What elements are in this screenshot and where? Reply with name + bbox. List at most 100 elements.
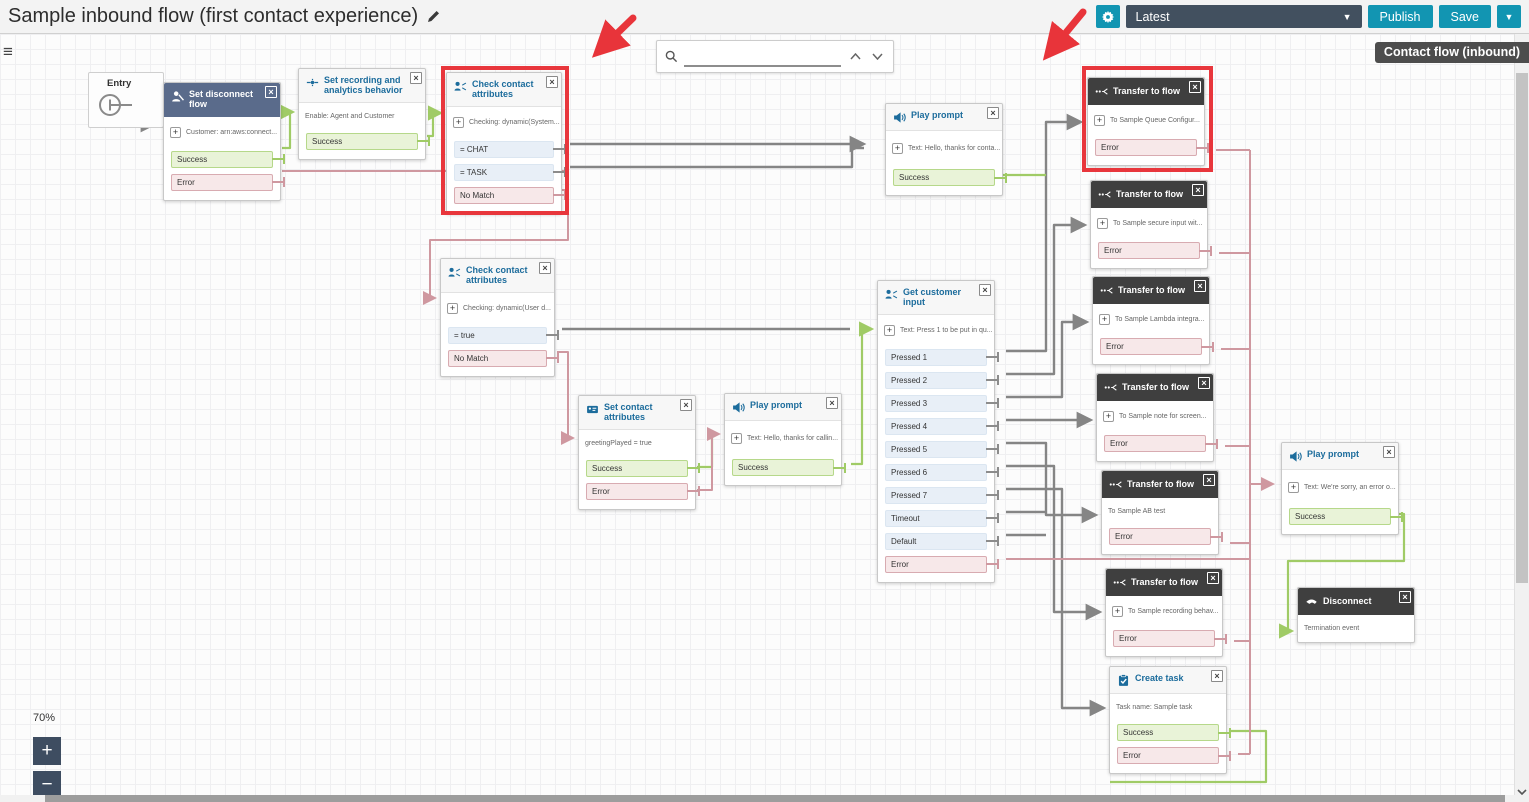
close-icon[interactable]: × [1399,591,1411,603]
expand-plus-icon[interactable]: + [170,126,181,138]
branch-success[interactable]: Success [586,459,700,477]
expand-plus-icon[interactable]: + [1094,115,1105,126]
node-set-disconnect-flow[interactable]: Set disconnect flow×+Customer: arn:aws:c… [163,82,285,201]
save-button[interactable]: Save [1438,5,1491,28]
expand-plus-icon[interactable]: + [1103,411,1114,422]
branch-error[interactable]: Error [171,173,285,191]
branch-error[interactable]: Error [1098,242,1212,259]
close-icon[interactable]: × [1192,184,1204,196]
search-prev-button[interactable] [847,49,863,65]
close-icon[interactable]: × [1194,280,1206,292]
expand-plus-icon[interactable]: + [1112,606,1123,617]
close-icon[interactable]: × [1189,81,1201,93]
node-transfer-to-flow-6[interactable]: Transfer to flow×+To Sample recording be… [1105,568,1227,657]
node-parameter[interactable]: +To Sample Queue Configur... [1088,105,1204,136]
settings-gear-button[interactable] [1095,5,1120,28]
node-parameter[interactable]: Termination event [1298,615,1414,642]
node-play-prompt-1[interactable]: Play prompt×+Text: Hello, thanks for con… [885,103,1007,196]
branch-success[interactable]: Success [306,132,430,150]
expand-plus-icon[interactable]: + [1097,218,1108,229]
branch-timeout[interactable]: Timeout [885,509,999,527]
branch-success[interactable]: Success [1289,508,1403,525]
node-parameter[interactable]: To Sample AB test [1102,498,1218,525]
branch-no-match[interactable]: No Match [448,349,559,367]
node-parameter[interactable]: Task name: Sample task [1110,694,1226,721]
node-transfer-to-flow-1[interactable]: Transfer to flow×+To Sample Queue Config… [1087,77,1209,166]
branch-error[interactable]: Error [1117,747,1231,764]
branch-pressed-7[interactable]: Pressed 7 [885,486,999,504]
branch-pressed-4[interactable]: Pressed 4 [885,417,999,435]
version-dropdown[interactable]: Latest ▼ [1125,5,1362,28]
node-play-prompt-3[interactable]: Play prompt×+Text: We're sorry, an error… [1281,442,1403,535]
close-icon[interactable]: × [546,76,558,88]
branch--chat[interactable]: = CHAT [454,140,566,158]
branch-pressed-5[interactable]: Pressed 5 [885,440,999,458]
node-parameter[interactable]: +Text: Press 1 to be put in qu... [878,315,994,346]
horizontal-scrollbar[interactable] [0,795,1529,802]
search-input[interactable] [684,46,841,67]
search-next-button[interactable] [869,49,885,65]
node-parameter[interactable]: Enable: Agent and Customer [299,103,425,130]
node-parameter[interactable]: +Checking: dynamic(User d... [441,293,554,324]
branch-no-match[interactable]: No Match [454,186,566,204]
close-icon[interactable]: × [1383,446,1395,458]
branch-error[interactable]: Error [1109,528,1223,545]
vertical-scrollbar[interactable] [1514,34,1529,802]
close-icon[interactable]: × [1207,572,1219,584]
node-parameter[interactable]: +Checking: dynamic(System... [447,107,561,138]
node-parameter[interactable]: +To Sample Lambda integra... [1093,304,1209,335]
close-icon[interactable]: × [680,399,692,411]
branch-success[interactable]: Success [1117,724,1231,741]
node-set-recording-analytics[interactable]: Set recording and analytics behavior×Ena… [298,68,430,160]
node-parameter[interactable]: +To Sample note for screen... [1097,401,1213,432]
close-icon[interactable]: × [979,284,991,296]
publish-button[interactable]: Publish [1367,5,1433,28]
edit-title-icon[interactable] [426,9,441,24]
close-icon[interactable]: × [410,72,422,84]
node-transfer-to-flow-3[interactable]: Transfer to flow×+To Sample Lambda integ… [1092,276,1214,365]
close-icon[interactable]: × [826,397,838,409]
branch-pressed-2[interactable]: Pressed 2 [885,371,999,389]
node-parameter[interactable]: +Customer: arn:aws:connect... [164,117,280,148]
hamburger-menu-icon[interactable]: ≡ [3,42,13,61]
branch-pressed-1[interactable]: Pressed 1 [885,348,999,366]
zoom-out-button[interactable]: − [33,771,61,799]
node-entry[interactable]: Entry [88,72,164,128]
branch-error[interactable]: Error [1104,435,1218,452]
scroll-down-arrow-icon[interactable] [1515,787,1528,800]
expand-plus-icon[interactable]: + [884,324,895,336]
node-transfer-to-flow-4[interactable]: Transfer to flow×+To Sample note for scr… [1096,373,1218,462]
close-icon[interactable]: × [1198,377,1210,389]
vertical-scrollbar-thumb[interactable] [1516,73,1528,583]
expand-plus-icon[interactable]: + [892,143,903,154]
branch-pressed-3[interactable]: Pressed 3 [885,394,999,412]
expand-plus-icon[interactable]: + [1099,314,1110,325]
branch-pressed-6[interactable]: Pressed 6 [885,463,999,481]
branch-error[interactable]: Error [1095,139,1209,156]
close-icon[interactable]: × [1211,670,1223,682]
horizontal-scrollbar-thumb[interactable] [45,795,1505,802]
branch--task[interactable]: = TASK [454,163,566,181]
expand-plus-icon[interactable]: + [447,302,458,314]
branch--true[interactable]: = true [448,326,559,344]
close-icon[interactable]: × [539,262,551,274]
close-icon[interactable]: × [265,86,277,98]
node-disconnect[interactable]: Disconnect×Termination event [1297,587,1415,643]
node-parameter[interactable]: +Text: We're sorry, an error o... [1282,470,1398,505]
node-set-contact-attributes[interactable]: Set contact attributes×greetingPlayed = … [578,395,700,510]
close-icon[interactable]: × [987,107,999,119]
node-play-prompt-2[interactable]: Play prompt×+Text: Hello, thanks for cal… [724,393,846,486]
save-options-caret-button[interactable]: ▼ [1497,5,1521,28]
node-transfer-to-flow-2[interactable]: Transfer to flow×+To Sample secure input… [1090,180,1212,269]
expand-plus-icon[interactable]: + [453,116,464,128]
branch-error[interactable]: Error [885,555,999,573]
node-parameter[interactable]: +To Sample recording behav... [1106,596,1222,627]
zoom-in-button[interactable]: + [33,737,61,765]
node-parameter[interactable]: +To Sample secure input wit... [1091,208,1207,239]
branch-success[interactable]: Success [171,150,285,168]
branch-error[interactable]: Error [1100,338,1214,355]
node-check-contact-attributes-2[interactable]: Check contact attributes×+Checking: dyna… [440,258,559,377]
